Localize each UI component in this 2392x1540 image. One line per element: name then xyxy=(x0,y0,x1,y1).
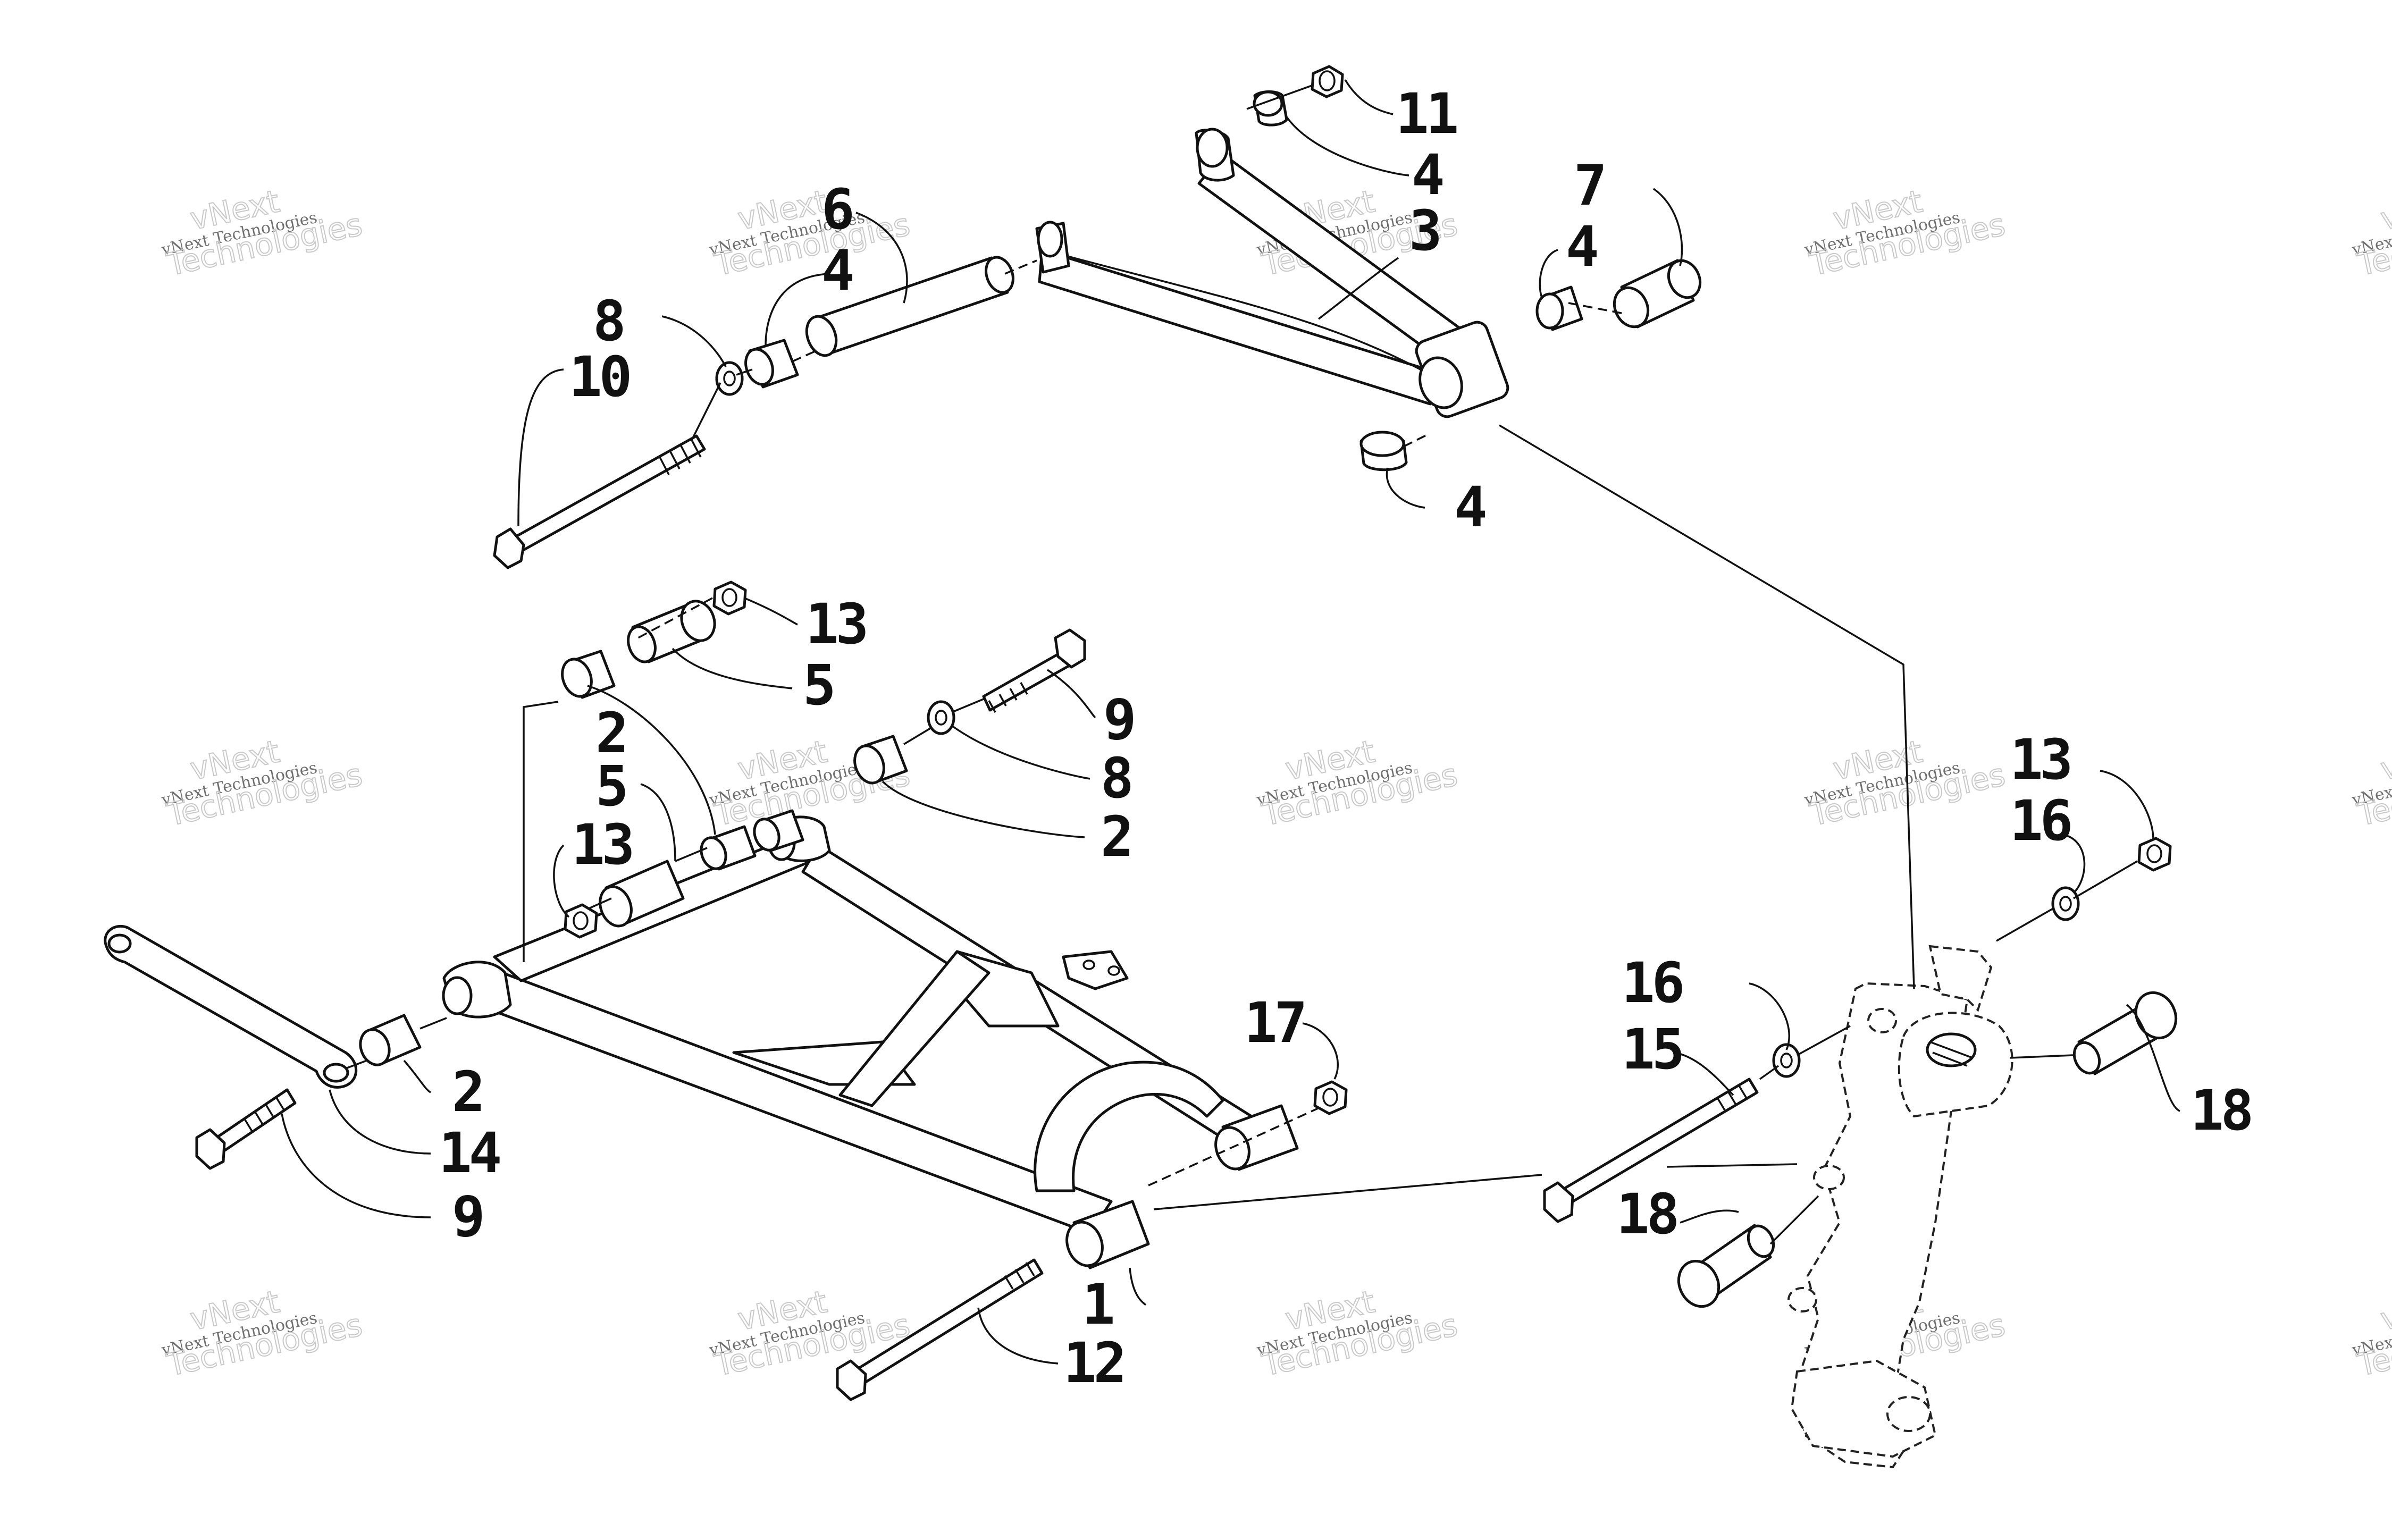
watermark-text: vNext xyxy=(2378,733,2392,787)
spindle-hardware xyxy=(1543,837,2178,1308)
watermark-text: vNext xyxy=(2378,1283,2392,1337)
callout-label: 16 xyxy=(1622,950,1682,1015)
watermark-text: vNext xyxy=(2378,183,2392,237)
callout-label: 6 xyxy=(821,177,852,242)
upper-hardware xyxy=(493,65,1702,569)
callout-label: 4 xyxy=(1412,142,1442,207)
nut-11 xyxy=(1311,65,1344,98)
assembly-lines xyxy=(345,84,2138,1245)
bolt-9-top xyxy=(982,650,1073,712)
callout-label: 7 xyxy=(1574,153,1604,218)
callout-label: 8 xyxy=(593,289,623,354)
callout-label: 14 xyxy=(439,1121,500,1185)
callout-label: 2 xyxy=(1101,804,1131,869)
callout-label: 12 xyxy=(1063,1331,1123,1395)
callout-label: 18 xyxy=(1616,1182,1677,1247)
nut-17 xyxy=(1313,1080,1348,1115)
washer-16-right xyxy=(2051,886,2080,921)
callout-label: 9 xyxy=(452,1184,482,1249)
callout-label: 4 xyxy=(821,238,852,303)
washer-8-lower xyxy=(927,700,955,735)
nut-13-right xyxy=(2137,837,2172,872)
callout-label: 13 xyxy=(572,812,632,877)
upper-a-arm xyxy=(1035,128,1509,418)
callout-label: 11 xyxy=(1396,81,1457,146)
callout-label: 4 xyxy=(1454,475,1485,540)
callout-labels: 11 4 7 4 6 4 3 8 10 4 13 5 9 2 8 5 2 13 … xyxy=(439,81,2254,1395)
callout-label: 16 xyxy=(2010,788,2070,853)
callout-label: 8 xyxy=(1101,746,1131,811)
nut-13-top xyxy=(712,580,747,616)
callout-label: 15 xyxy=(1622,1017,1682,1082)
callout-label: 13 xyxy=(2010,727,2070,792)
spindle xyxy=(1787,945,2013,1469)
callout-label: 18 xyxy=(2190,1078,2251,1143)
lower-hardware xyxy=(104,580,1348,1401)
lower-a-arm xyxy=(442,815,1299,1269)
callout-label: 5 xyxy=(595,754,626,819)
callout-label: 3 xyxy=(1409,198,1439,263)
callout-label: 1 xyxy=(1082,1272,1113,1337)
callout-label: 2 xyxy=(452,1059,482,1124)
callout-label: 13 xyxy=(805,592,866,657)
callout-leaders xyxy=(281,79,2180,1365)
washer-16-left xyxy=(1772,1043,1801,1078)
callout-label: 4 xyxy=(1566,214,1597,279)
callout-label: 17 xyxy=(1244,990,1304,1055)
callout-label: 9 xyxy=(1103,687,1134,752)
callout-label: 10 xyxy=(569,344,630,409)
callout-label: 2 xyxy=(595,701,626,765)
bolt-10 xyxy=(509,434,706,554)
link-arm-14 xyxy=(104,924,358,1089)
washer-8-upper xyxy=(715,361,744,396)
callout-label: 5 xyxy=(803,653,833,718)
nut-13-lower xyxy=(564,903,598,939)
